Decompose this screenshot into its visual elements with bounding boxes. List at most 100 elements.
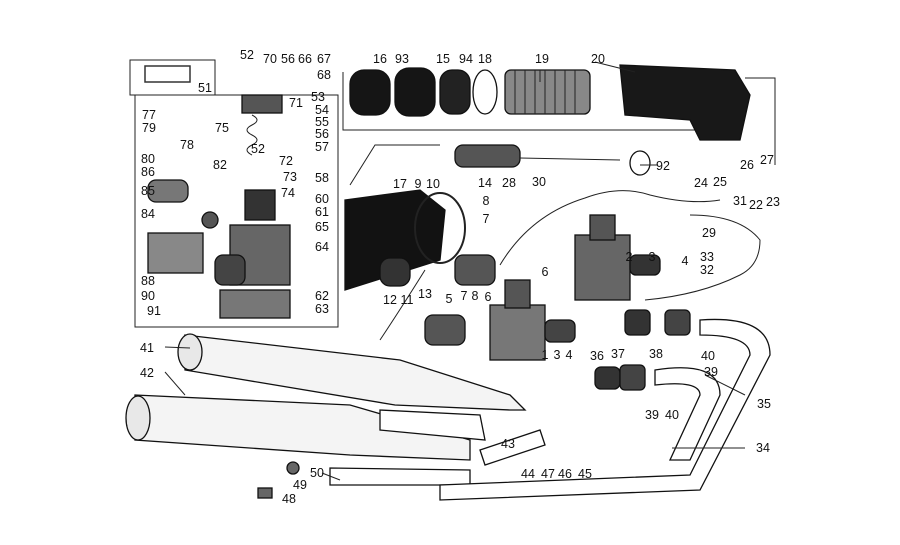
callout-4b: 4 bbox=[565, 347, 573, 362]
callout-27: 27 bbox=[760, 152, 774, 167]
callout-90: 90 bbox=[141, 288, 155, 303]
vent-hose-13 bbox=[379, 269, 426, 341]
callout-38: 38 bbox=[649, 346, 663, 361]
carburettor-detail bbox=[147, 94, 291, 319]
callout-16: 16 bbox=[373, 51, 387, 66]
callout-33: 33 bbox=[700, 249, 714, 264]
gasket-set-part bbox=[144, 65, 191, 83]
callout-48: 48 bbox=[282, 491, 296, 506]
ring-nut-36 bbox=[594, 366, 621, 390]
exhaust-pipe-35 bbox=[654, 367, 721, 461]
ring-nut-38b bbox=[619, 364, 646, 391]
callout-37: 37 bbox=[611, 346, 625, 361]
carburettor-right bbox=[574, 214, 661, 301]
callout-65: 65 bbox=[315, 219, 329, 234]
callout-17: 17 bbox=[393, 176, 407, 191]
filter-housing-20 bbox=[619, 64, 751, 141]
callout-75: 75 bbox=[215, 120, 229, 135]
callout-15: 15 bbox=[436, 51, 450, 66]
callout-30: 30 bbox=[532, 174, 546, 189]
callout-68: 68 bbox=[317, 67, 331, 82]
callout-60: 60 bbox=[315, 191, 329, 206]
callout-1: 1 bbox=[541, 347, 549, 362]
callout-57: 57 bbox=[315, 139, 329, 154]
callout-79: 79 bbox=[142, 120, 156, 135]
callout-41: 41 bbox=[140, 340, 154, 355]
callout-85: 85 bbox=[141, 183, 155, 198]
callout-43: 43 bbox=[501, 436, 515, 451]
leader-lines bbox=[164, 61, 746, 481]
callout-8: 8 bbox=[482, 193, 490, 208]
callout-54: 54 bbox=[315, 102, 329, 117]
choke-lever bbox=[349, 144, 440, 186]
callout-24: 24 bbox=[694, 175, 708, 190]
filter-bracket-line-right bbox=[745, 77, 776, 165]
callout-26: 26 bbox=[740, 157, 754, 172]
callout-40b: 40 bbox=[665, 407, 679, 422]
callout-52b: 52 bbox=[251, 141, 265, 156]
callout-20: 20 bbox=[591, 51, 605, 66]
exhaust-pipe-34 bbox=[439, 318, 771, 501]
callout-73: 73 bbox=[283, 169, 297, 184]
callout-77: 77 bbox=[142, 107, 156, 122]
carburettor-detail-frame bbox=[134, 94, 339, 328]
filter-sleeve-93 bbox=[394, 67, 436, 117]
throttle-cable bbox=[499, 190, 721, 266]
callout-3: 3 bbox=[648, 249, 656, 264]
callout-3b: 3 bbox=[553, 347, 561, 362]
balance-pipe-43 bbox=[479, 429, 546, 466]
callout-40: 40 bbox=[701, 348, 715, 363]
ring-nut-37 bbox=[624, 309, 651, 336]
callout-28: 28 bbox=[502, 175, 516, 190]
filter-element-19 bbox=[504, 69, 591, 115]
callout-36: 36 bbox=[590, 348, 604, 363]
callout-93: 93 bbox=[395, 51, 409, 66]
callout-47: 47 bbox=[541, 466, 555, 481]
choke-cable bbox=[644, 214, 761, 301]
callout-61: 61 bbox=[315, 204, 329, 219]
callout-6: 6 bbox=[541, 264, 549, 279]
callout-44: 44 bbox=[521, 466, 535, 481]
callout-80: 80 bbox=[141, 151, 155, 166]
callout-86: 86 bbox=[141, 164, 155, 179]
callout-8b: 8 bbox=[471, 288, 479, 303]
callout-72: 72 bbox=[279, 153, 293, 168]
callout-66: 66 bbox=[298, 51, 312, 66]
callout-70: 70 bbox=[263, 51, 277, 66]
callout-56: 56 bbox=[281, 51, 295, 66]
callout-18: 18 bbox=[478, 51, 492, 66]
intake-ring-10 bbox=[414, 192, 466, 264]
callout-29: 29 bbox=[702, 225, 716, 240]
callout-35: 35 bbox=[757, 396, 771, 411]
callout-22: 22 bbox=[749, 197, 763, 212]
callout-92: 92 bbox=[656, 158, 670, 173]
gasket-set-frame bbox=[129, 59, 216, 96]
callout-31: 31 bbox=[733, 193, 747, 208]
callout-56b: 56 bbox=[315, 126, 329, 141]
callout-42: 42 bbox=[140, 365, 154, 380]
ring-92 bbox=[629, 150, 651, 176]
callout-58: 58 bbox=[315, 170, 329, 185]
callout-11: 11 bbox=[400, 292, 414, 307]
callout-25: 25 bbox=[713, 174, 727, 189]
filter-ring-94 bbox=[472, 69, 498, 115]
muffler-42 bbox=[125, 394, 471, 461]
callout-78: 78 bbox=[180, 137, 194, 152]
callout-9: 9 bbox=[414, 176, 422, 191]
callout-91: 91 bbox=[147, 303, 161, 318]
callout-49: 49 bbox=[293, 477, 307, 492]
carburettor-left bbox=[424, 254, 576, 361]
callout-52: 52 bbox=[240, 47, 254, 62]
callout-12: 12 bbox=[383, 292, 397, 307]
callout-74: 74 bbox=[281, 185, 295, 200]
callout-34: 34 bbox=[756, 440, 770, 455]
callout-19: 19 bbox=[535, 51, 549, 66]
callout-50: 50 bbox=[310, 465, 324, 480]
callout-71: 71 bbox=[289, 95, 303, 110]
filter-sleeve-16 bbox=[349, 69, 391, 116]
ring-nut-38 bbox=[664, 309, 691, 336]
callout-55: 55 bbox=[315, 114, 329, 129]
callout-46: 46 bbox=[558, 466, 572, 481]
intake-boot-17 bbox=[344, 189, 446, 291]
